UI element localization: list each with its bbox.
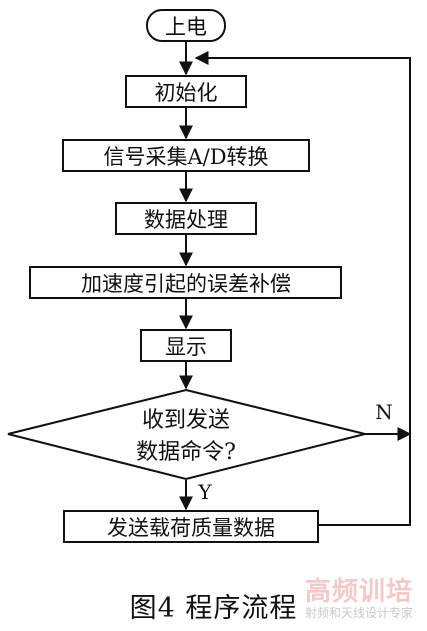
decision-line1: 收到发送 <box>142 408 230 433</box>
processing-box <box>115 202 257 235</box>
feedback-loop-line <box>194 51 411 526</box>
send-data-box <box>63 510 319 543</box>
start-label: 上电 <box>165 15 207 39</box>
init-box <box>125 75 247 108</box>
send-data-label: 发送载荷质量数据 <box>107 516 275 540</box>
display-label: 显示 <box>165 335 207 359</box>
watermark-main: ⾼频训培 <box>304 577 413 607</box>
decision-diamond <box>7 388 366 481</box>
processing-label: 数据处理 <box>144 208 228 232</box>
display-box <box>140 329 232 362</box>
branch-label-yes: Y <box>197 480 212 504</box>
init-label: 初始化 <box>155 81 218 105</box>
watermark: ⾼频训培 射频和天线设计专家 <box>305 579 413 619</box>
watermark-sub: 射频和天线设计专家 <box>304 606 413 620</box>
compensation-label: 加速度引起的误差补偿 <box>81 272 291 296</box>
acquisition-label: 信号采集A/D转换 <box>103 145 268 169</box>
start-terminal <box>146 9 226 42</box>
figure-caption: 图4 程序流程 <box>129 593 298 624</box>
branch-label-no: N <box>375 400 393 424</box>
acquisition-box <box>62 139 310 172</box>
decision-line2: 数据命令? <box>136 440 236 465</box>
compensation-box <box>29 266 342 299</box>
